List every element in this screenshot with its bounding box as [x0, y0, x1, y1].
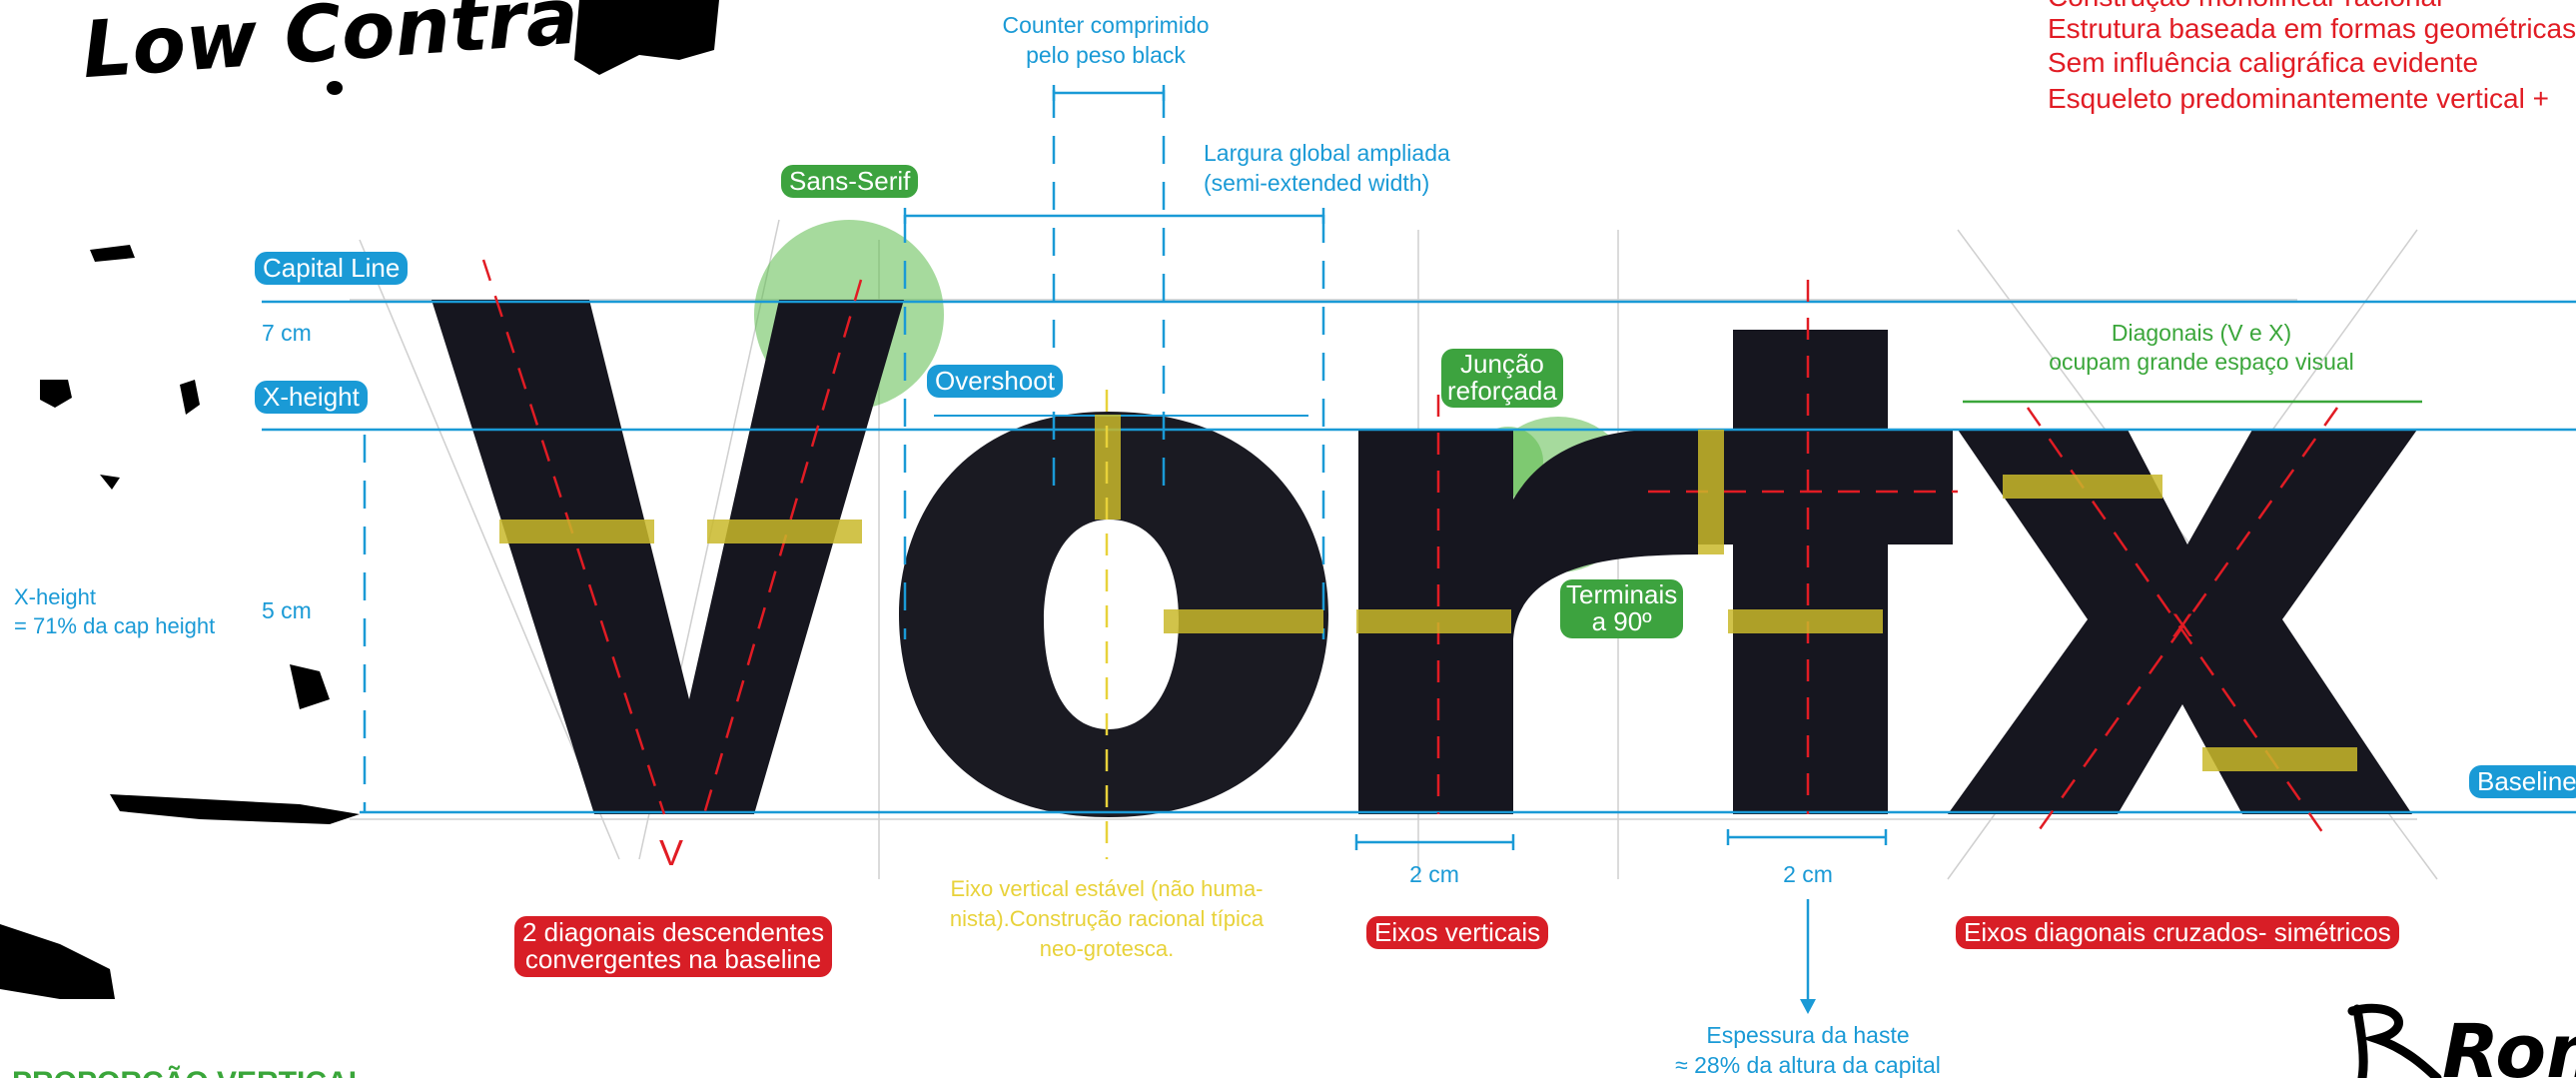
baseline-label: Baseline: [2469, 765, 2576, 798]
diag-desc-line1: 2 diagonais descendentes: [522, 919, 824, 946]
diagonais-descendentes-label: 2 diagonais descendentes convergentes na…: [514, 916, 832, 977]
v-convergence-mark: V: [659, 831, 683, 874]
capital-line-label: Capital Line: [255, 252, 408, 285]
espessura-line1: Espessura da haste: [1706, 1022, 1909, 1050]
terminais-line2: a 90º: [1566, 608, 1677, 635]
eixo-note-line1: Eixo vertical estável (não huma-: [950, 876, 1263, 902]
counter-note-line2: pelo peso black: [1026, 42, 1186, 70]
x-measure: 5 cm: [262, 597, 312, 625]
diag-desc-line2: convergentes na baseline: [522, 946, 824, 973]
width-note-line2: (semi-extended width): [1204, 170, 1429, 198]
measure-r-label: 2 cm: [1409, 861, 1459, 889]
bottom-heading: PROPORÇÃO VERTICAL: [12, 1065, 367, 1078]
x-ratio-line2: = 71% da cap height: [14, 613, 215, 639]
handwritten-roman: Roman: [2442, 1009, 2576, 1078]
terminais-line1: Terminais: [1566, 581, 1677, 608]
note-line-4: Esqueleto predominantemente vertical +: [2048, 82, 2549, 116]
juncao-label: Junção reforçada: [1441, 349, 1563, 408]
juncao-line1: Junção: [1447, 351, 1557, 378]
width-note-line1: Largura global ampliada: [1204, 140, 1450, 168]
diagonais-line1: Diagonais (V e X): [2112, 320, 2291, 348]
juncao-line2: reforçada: [1447, 378, 1557, 405]
measure-t-label: 2 cm: [1783, 861, 1833, 889]
x-ratio-line1: X-height: [14, 584, 96, 610]
diagonais-line2: ocupam grande espaço visual: [2049, 349, 2354, 377]
espessura-line2: ≈ 28% da altura da capital: [1675, 1052, 1941, 1078]
letter-t-glyph: [1698, 330, 1953, 814]
eixo-note-line3: neo-grotesca.: [1040, 936, 1175, 962]
terminais-label: Terminais a 90º: [1560, 579, 1683, 638]
handwriting-strokes: [2352, 1008, 2437, 1078]
overshoot-label: Overshoot: [927, 365, 1063, 398]
note-line-2: Estrutura baseada em formas geométricas: [2048, 12, 2576, 46]
letter-v-glyph: [431, 300, 904, 814]
cap-measure: 7 cm: [262, 320, 312, 348]
counter-note-line1: Counter comprimido: [1002, 12, 1209, 40]
eixos-verticais-label: Eixos verticais: [1366, 916, 1548, 949]
x-height-label: X-height: [255, 381, 368, 414]
note-line-3: Sem influência caligráfica evidente: [2048, 46, 2478, 80]
eixo-note-line2: nista).Construção racional típica: [950, 906, 1264, 932]
eixos-diagonais-label: Eixos diagonais cruzados- simétricos: [1956, 916, 2399, 949]
x-crossing-mark: X: [2171, 606, 2192, 644]
sans-serif-label: Sans-Serif: [781, 165, 918, 198]
